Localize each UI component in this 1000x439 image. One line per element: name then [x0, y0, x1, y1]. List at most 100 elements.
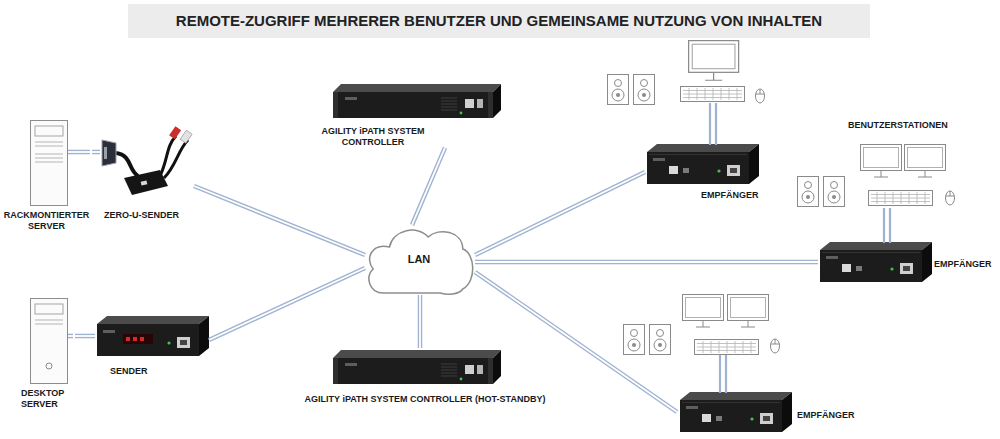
link-inner [194, 186, 365, 255]
diagram-title: REMOTE-ZUGRIFF MEHRERER BENUTZER UND GEM… [128, 4, 870, 38]
sender-unit: SENDER [95, 312, 209, 377]
desktop-server: DESKTOP SERVER [15, 296, 75, 410]
power-button [46, 363, 52, 369]
device-label: EMPFÄNGER [797, 410, 855, 421]
vga-pins [104, 147, 107, 159]
mouse [946, 191, 955, 205]
vga-connector [102, 140, 116, 166]
speaker [634, 75, 655, 105]
case-slots [35, 154, 63, 162]
link-inner [412, 148, 445, 225]
device-label: EMPFÄNGER [701, 190, 763, 201]
workstation-cable [720, 355, 726, 393]
link-outer [418, 295, 423, 348]
workstation [624, 295, 780, 355]
standby-controller: AGILITY iPATH SYSTEM CONTROLLER (HOT-STA… [300, 348, 552, 405]
speaker [798, 177, 819, 207]
keyboard [681, 87, 745, 102]
speaker [824, 177, 845, 207]
usb-cable [160, 136, 176, 176]
device-label: AGILITY iPATH SYSTEM CONTROLLER [318, 126, 428, 148]
link-inner [475, 172, 645, 255]
zero-u-dongle [102, 126, 192, 195]
receiver-unit: EMPFÄNGER [645, 140, 765, 201]
system-controller-device [333, 84, 501, 118]
keyboard [869, 191, 933, 206]
device-label: EMPFÄNGER [934, 259, 994, 270]
receiver-device [680, 392, 792, 432]
usb-plug [180, 130, 192, 143]
link-inner [419, 295, 421, 348]
dongle-cable [116, 153, 138, 176]
network-link [412, 148, 445, 225]
speaker [608, 75, 629, 105]
zero-u-sender: ZERO-U-SENDER [100, 124, 194, 221]
receiver-device [647, 144, 759, 184]
usb-cable [164, 140, 188, 178]
device-label: AGILITY iPATH SYSTEM CONTROLLER (HOT-STA… [300, 394, 550, 405]
link-inner [209, 268, 365, 340]
workstation [798, 145, 955, 207]
link-inner [92, 151, 100, 153]
network-label: LAN [365, 253, 473, 266]
network-link [475, 172, 645, 255]
dongle-port [141, 180, 148, 185]
device-label: ZERO-U-SENDER [104, 210, 192, 221]
workstation-cable [710, 103, 716, 145]
link-inner [75, 335, 95, 337]
link-outer [412, 148, 445, 225]
link-outer [475, 172, 645, 255]
usb-plug [169, 126, 181, 139]
mouse [771, 339, 780, 353]
monitor [689, 41, 739, 81]
receiver-unit: EMPFÄNGER [677, 388, 857, 434]
keyboard [695, 340, 759, 355]
rack-server: RACKMONTIERTER SERVER [3, 118, 92, 232]
link-outer [194, 186, 365, 255]
cable-outer [68, 334, 73, 339]
station-caption: BENUTZERSTATIONEN [848, 120, 948, 131]
monitor-large [689, 41, 739, 81]
cable-outer [68, 150, 90, 155]
network-link [475, 272, 677, 412]
rack-server-detail [35, 154, 63, 162]
link-outer [475, 260, 818, 265]
network-link [92, 152, 100, 153]
monitor [728, 295, 769, 328]
network-link [420, 295, 421, 348]
network-link [75, 336, 95, 337]
monitor [683, 295, 724, 328]
speaker [650, 325, 671, 355]
dongle-box [124, 170, 168, 195]
lan-cloud: LAN [365, 225, 475, 295]
link-inner [475, 261, 818, 263]
link-inner [475, 272, 677, 412]
cable [68, 103, 890, 393]
device-label: DESKTOP SERVER [21, 388, 73, 410]
system-controller: AGILITY iPATH SYSTEM CONTROLLER [318, 82, 503, 148]
workstation-cable [884, 208, 890, 243]
monitor [861, 145, 902, 178]
link-outer [475, 272, 677, 412]
network-link [209, 268, 365, 340]
cable-inner [68, 151, 90, 153]
device-label: SENDER [110, 366, 190, 377]
standby-controller-device [333, 350, 501, 384]
link-outer [209, 268, 365, 340]
desktop-server-case [31, 299, 68, 384]
receiver-device [820, 242, 932, 282]
receiver-unit: EMPFÄNGER [818, 238, 996, 286]
link-outer [75, 334, 95, 339]
network-link [194, 186, 365, 255]
workstation [608, 41, 765, 105]
network-link [475, 262, 818, 263]
sender-device [97, 316, 209, 356]
mouse [756, 89, 765, 103]
device-label: RACKMONTIERTER SERVER [3, 210, 90, 232]
cable-inner [68, 335, 73, 337]
link-outer [92, 150, 100, 155]
speaker [624, 325, 645, 355]
rack-server-case [31, 121, 68, 206]
